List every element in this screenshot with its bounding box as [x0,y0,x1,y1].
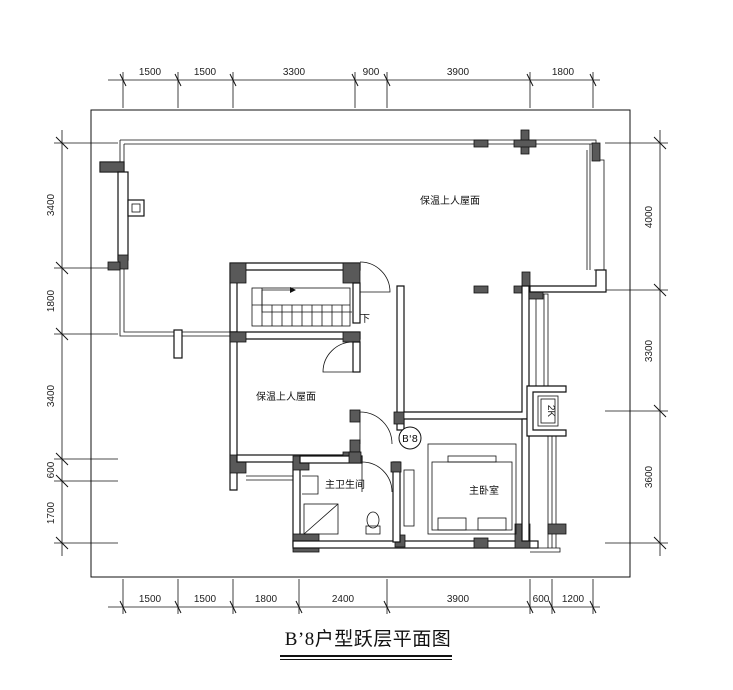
column [513,139,537,148]
column [173,329,183,359]
left-dim-4: 600 [46,461,57,478]
staircase [251,287,352,327]
bedroom-furniture [427,443,517,535]
room-label-roof-terrace-large: 保温上人屋面 [420,194,480,207]
bottom-dim-1: 1500 [139,594,162,605]
title-underline [280,655,452,657]
left-dim-2: 1800 [46,289,57,312]
top-dimension-line [108,72,600,108]
top-dim-1: 1500 [139,67,162,78]
stair-down-label: 下 [360,314,370,325]
room-label-roof-terrace-small: 保温上人屋面 [256,390,316,403]
column [591,142,601,162]
bottom-dim-2: 1500 [194,594,217,605]
top-dim-4: 900 [363,67,380,78]
title-underline-thin [280,659,452,660]
aircon-box [537,395,559,427]
drawing-frame [90,109,631,578]
right-dimension-line [605,130,668,556]
top-dim-3: 3300 [283,67,306,78]
building-walls [229,262,607,553]
column [473,285,489,294]
bottom-dim-3: 1800 [255,594,278,605]
plan-title: B’8户型跃层平面图 [284,629,452,650]
room-label-master-bedroom: 主卧室 [469,484,499,497]
aircon-box-inner [540,398,556,424]
bottom-dim-5: 3900 [447,594,470,605]
aircon-label: 2K [545,405,556,418]
left-dimension-line [54,130,118,556]
right-dim-1: 4000 [644,205,655,228]
top-dim-6: 1800 [552,67,575,78]
bottom-dim-6: 600 [533,594,550,605]
top-dim-2: 1500 [194,67,217,78]
left-dim-1: 3400 [46,193,57,216]
left-dim-3: 3400 [46,384,57,407]
unit-marker-label: B'8 [402,434,418,445]
column [473,139,489,148]
doors [322,261,415,527]
bathroom-fixtures [302,475,381,535]
unit-marker [398,426,422,450]
top-dim-5: 3900 [447,67,470,78]
bottom-dimension-line [108,579,600,614]
room-label-master-bathroom: 主卫生间 [325,478,365,491]
bottom-dim-7: 1200 [562,594,585,605]
right-dim-2: 3300 [644,339,655,362]
right-dim-3: 3600 [644,465,655,488]
bottom-dim-4: 2400 [332,594,355,605]
left-dim-5: 1700 [46,501,57,524]
